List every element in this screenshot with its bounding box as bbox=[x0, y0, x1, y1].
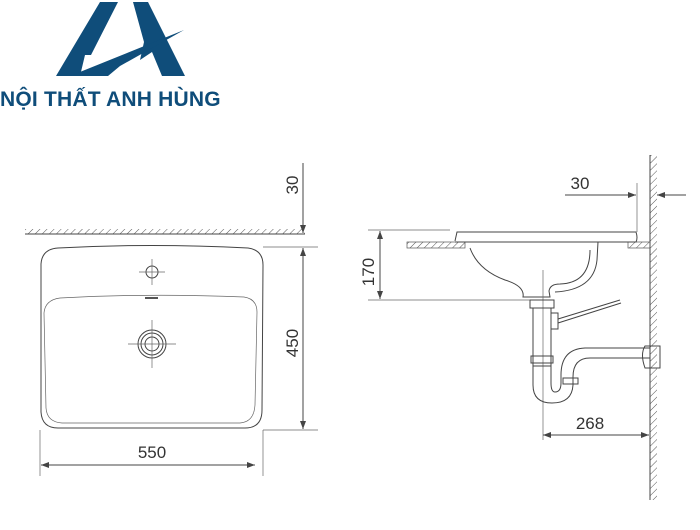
basin-profile bbox=[454, 231, 638, 298]
width-dimension: 550 bbox=[138, 443, 166, 462]
side-view: 170 30 268 bbox=[359, 155, 686, 500]
logo-mark bbox=[145, 297, 158, 299]
countertop-left bbox=[406, 241, 466, 249]
wall-hatch-top bbox=[25, 229, 305, 234]
brand-name: NỘI THẤT ANH HÙNG bbox=[0, 88, 221, 111]
height-dimension: 170 bbox=[359, 258, 378, 286]
drain-hole bbox=[128, 320, 176, 368]
wall-hatch-side bbox=[650, 155, 657, 500]
top-view: 550 450 30 bbox=[25, 163, 318, 476]
brand-logo bbox=[56, 2, 185, 76]
logo-left-peak bbox=[56, 2, 118, 76]
logo-swoosh bbox=[70, 30, 184, 76]
tap-hole bbox=[139, 259, 165, 285]
drain-trap bbox=[529, 299, 661, 404]
basin-outline bbox=[40, 245, 264, 429]
wall-gap-dimension-side: 30 bbox=[571, 174, 590, 193]
wall-gap-dimension-top: 30 bbox=[283, 176, 302, 195]
drain-to-wall-dimension: 268 bbox=[576, 414, 604, 433]
depth-dimension: 450 bbox=[283, 329, 302, 357]
countertop-right bbox=[627, 241, 651, 249]
basin-bowl bbox=[43, 294, 258, 424]
logo-right-peak bbox=[133, 2, 185, 76]
